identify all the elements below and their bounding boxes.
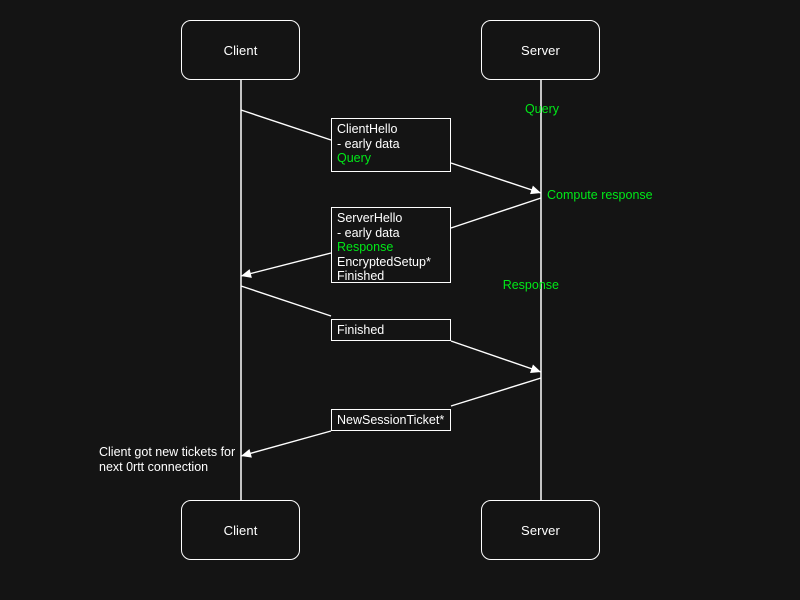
arrow-clienthello-to-server [450,162,542,195]
message-box-new-session-ticket[interactable]: NewSessionTicket* [331,409,451,431]
arrow-query-to-clienthello [240,109,332,141]
note-compute-response-note: Compute response [547,188,653,202]
arrow-server-to-newsessionticket [450,377,542,407]
arrow-clienthello-to-server-head [530,185,541,195]
arrow-clienthello-to-server-shaft [450,162,542,194]
arrow-serverhello-to-client-head [241,269,252,278]
arrow-server-to-newsessionticket-shaft [450,377,542,407]
actor-label-server-bottom: Server [521,522,560,538]
message-line: ServerHello [337,211,403,225]
arrow-newsessionticket-to-client-head [241,448,252,458]
message-line: ClientHello [337,122,398,136]
arrow-query-to-clienthello-shaft [240,109,332,141]
arrow-newsessionticket-to-client [240,430,332,458]
actor-box-client-top[interactable]: Client [181,20,300,80]
arrow-serverhello-to-client [240,252,332,278]
arrow-server-to-serverhello [450,197,542,229]
arrow-finished-to-server-head [530,364,541,373]
message-line: - early data [337,225,400,240]
actor-box-client-bottom[interactable]: Client [181,500,300,560]
actor-box-server-top[interactable]: Server [481,20,600,80]
arrow-newsessionticket-to-client-shaft [240,430,332,457]
arrow-client-to-finished [240,285,332,317]
actor-label-client-bottom: Client [223,522,258,538]
lifelines-group [240,80,542,500]
message-line: EncryptedSetup* [337,254,431,269]
actor-label-server-top: Server [521,42,560,58]
arrows-group [240,109,542,458]
arrow-client-to-finished-shaft [240,285,332,317]
arrow-finished-to-server [450,340,542,373]
actor-box-server-bottom[interactable]: Server [481,500,600,560]
arrow-finished-to-server-shaft [450,340,542,373]
message-line: NewSessionTicket* [337,413,445,427]
message-box-finished[interactable]: Finished [331,319,451,341]
message-line: - early data [337,136,400,151]
arrow-server-to-serverhello-shaft [450,197,542,229]
note-response-note: Response [502,278,559,292]
arrow-serverhello-to-client-shaft [240,252,332,277]
message-line: Query [337,151,372,165]
message-line: Finished [337,269,385,283]
note-query-note: Query [524,102,559,116]
actor-label-client-top: Client [223,42,258,58]
note-new-tickets-note: Client got new tickets for next 0rtt con… [99,445,236,474]
message-line: Finished [337,323,385,337]
message-line: Response [337,240,394,254]
